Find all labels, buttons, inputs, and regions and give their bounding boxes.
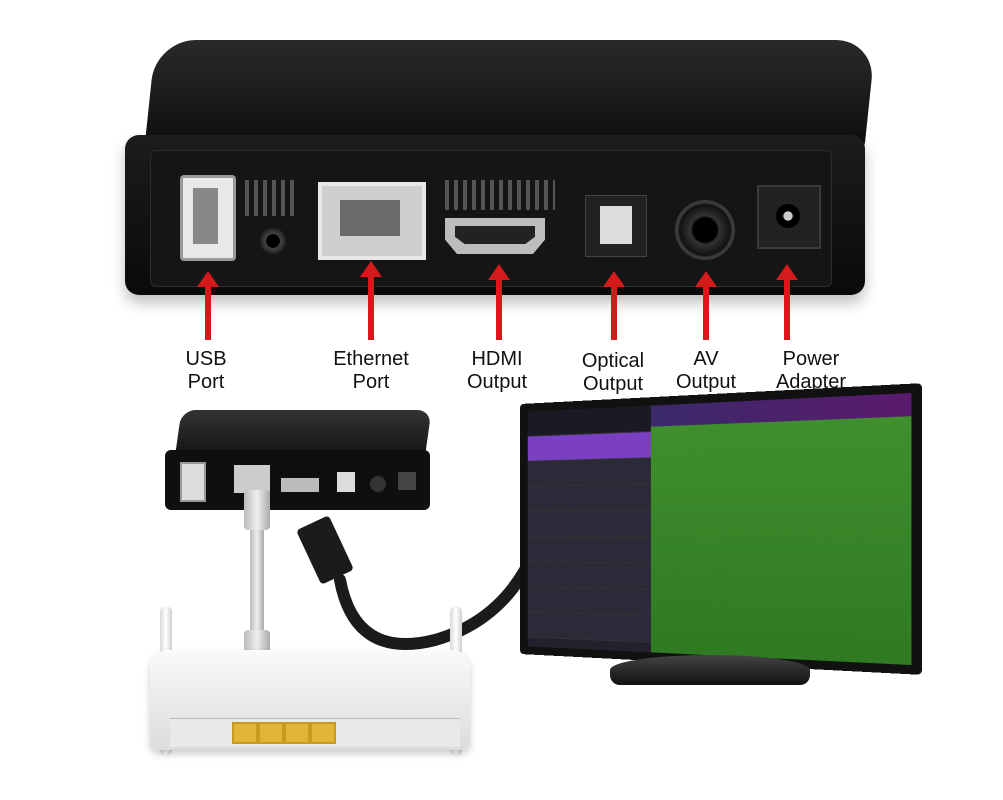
hdmi-port-icon [445,218,545,254]
usb-port-icon [180,175,236,261]
power-port-icon [757,185,821,249]
audio-jack-icon [260,228,286,254]
hdmi-cable [297,516,541,650]
lan-port-icon [284,722,310,744]
channel-item [527,484,651,512]
arrow-optical [603,271,625,340]
lan-port-icon [232,722,258,744]
channel-item [527,612,651,643]
channel-item [527,537,651,564]
tv-stand [610,655,810,685]
arrow-hdmi [488,264,510,340]
set-top-box-top [144,40,876,150]
channel-item [527,458,651,487]
ethernet-cable [250,530,264,650]
channel-item [527,562,651,591]
lan-port-icon [310,722,336,744]
arrow-usb [197,271,219,340]
football-match-image [650,416,912,666]
ethernet-port-icon [234,465,270,493]
arrow-power [776,264,798,340]
optical-port-icon [585,195,647,257]
usb-port-icon [180,462,206,502]
arrow-av [695,271,717,340]
television [520,383,922,675]
channel-item [527,511,651,538]
channel-menu [527,405,651,653]
tv-screen [527,392,912,666]
ethernet-cable [244,490,270,530]
av-port-icon [675,200,735,260]
vent-grill-icon [445,180,555,210]
hdmi-plug-icon [297,516,353,584]
av-port-icon [370,476,386,492]
lan-port-icon [258,722,284,744]
ethernet-port-icon [318,182,426,260]
channel-item-selected [527,431,651,462]
hdmi-cable-line [334,544,541,650]
vent-grill-icon [245,180,295,216]
power-port-icon [398,472,416,490]
optical-port-icon [337,472,355,492]
arrow-ethernet [360,261,382,340]
hdmi-port-icon [281,478,319,492]
